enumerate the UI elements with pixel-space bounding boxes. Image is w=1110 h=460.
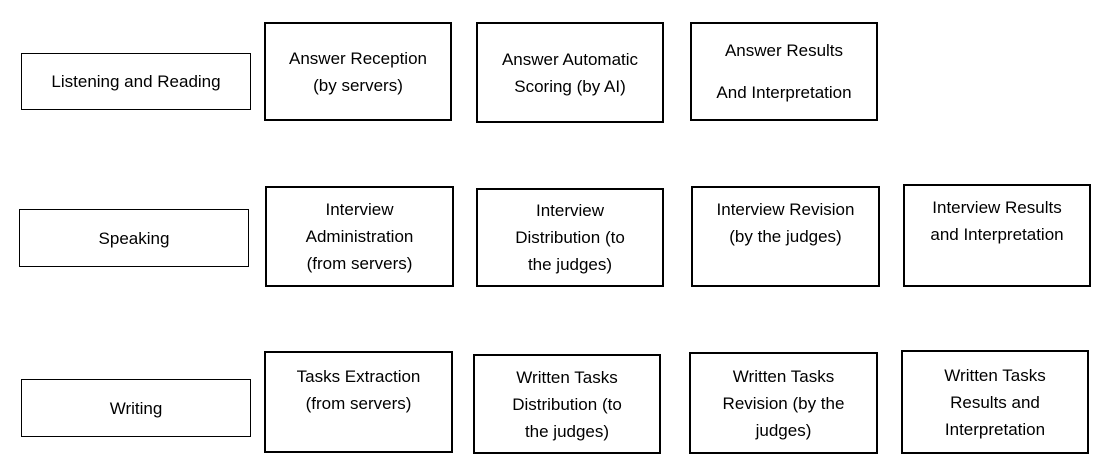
skill-label-speaking: Speaking <box>19 209 249 267</box>
step-interview-distribution: Interview Distribution (to the judges) <box>476 188 664 287</box>
step-tasks-extraction: Tasks Extraction (from servers) <box>264 351 453 453</box>
step-line: Written Tasks <box>732 366 835 386</box>
step-line: and Interpretation <box>930 225 1064 244</box>
step-line: Interview <box>535 201 605 220</box>
skill-label-text: Speaking <box>98 228 170 248</box>
step-interview-administration: Interview Administration (from servers) <box>265 186 454 287</box>
step-line: Distribution (to <box>515 228 625 247</box>
step-answer-reception: Answer Reception (by servers) <box>264 22 452 121</box>
step-line: Answer Automatic <box>501 49 639 69</box>
step-line: Results and <box>950 392 1040 412</box>
step-line: (from servers) <box>306 254 413 273</box>
step-line: Administration <box>305 227 414 246</box>
step-interview-results: Interview Results and Interpretation <box>903 184 1091 287</box>
step-line: (from servers) <box>305 394 412 413</box>
step-written-tasks-results: Written Tasks Results and Interpretation <box>901 350 1089 454</box>
step-line: Answer Results <box>724 41 844 60</box>
step-line: And Interpretation <box>716 83 852 102</box>
skill-label-writing: Writing <box>21 379 251 437</box>
step-line: Written Tasks <box>944 365 1046 385</box>
step-line: Revision (by the <box>722 393 845 413</box>
step-line: (by servers) <box>313 75 403 95</box>
step-answer-results: Answer Results And Interpretation <box>690 22 878 121</box>
step-line: Interpretation <box>944 419 1046 439</box>
step-line: judges) <box>755 420 812 440</box>
skill-label-text: Listening and Reading <box>51 72 221 91</box>
step-line: Interview Revision <box>716 200 855 219</box>
step-interview-revision: Interview Revision (by the judges) <box>691 186 880 287</box>
step-line: Scoring (by AI) <box>514 76 626 96</box>
step-line: Written Tasks <box>516 367 618 387</box>
skill-label-listening-reading: Listening and Reading <box>21 53 251 110</box>
step-line: the judges) <box>524 421 610 441</box>
step-written-tasks-revision: Written Tasks Revision (by the judges) <box>689 352 878 454</box>
skill-label-text: Writing <box>109 398 163 418</box>
step-line: the judges) <box>527 255 613 274</box>
step-line: (by the judges) <box>729 227 842 246</box>
step-line: Distribution (to <box>512 394 622 414</box>
step-line: Tasks Extraction <box>296 367 421 386</box>
step-line: Interview <box>325 200 394 219</box>
step-line: Interview Results <box>932 198 1062 217</box>
step-line: Answer Reception <box>289 48 427 68</box>
step-answer-automatic-scoring: Answer Automatic Scoring (by AI) <box>476 22 664 123</box>
step-written-tasks-distribution: Written Tasks Distribution (to the judge… <box>473 354 661 454</box>
